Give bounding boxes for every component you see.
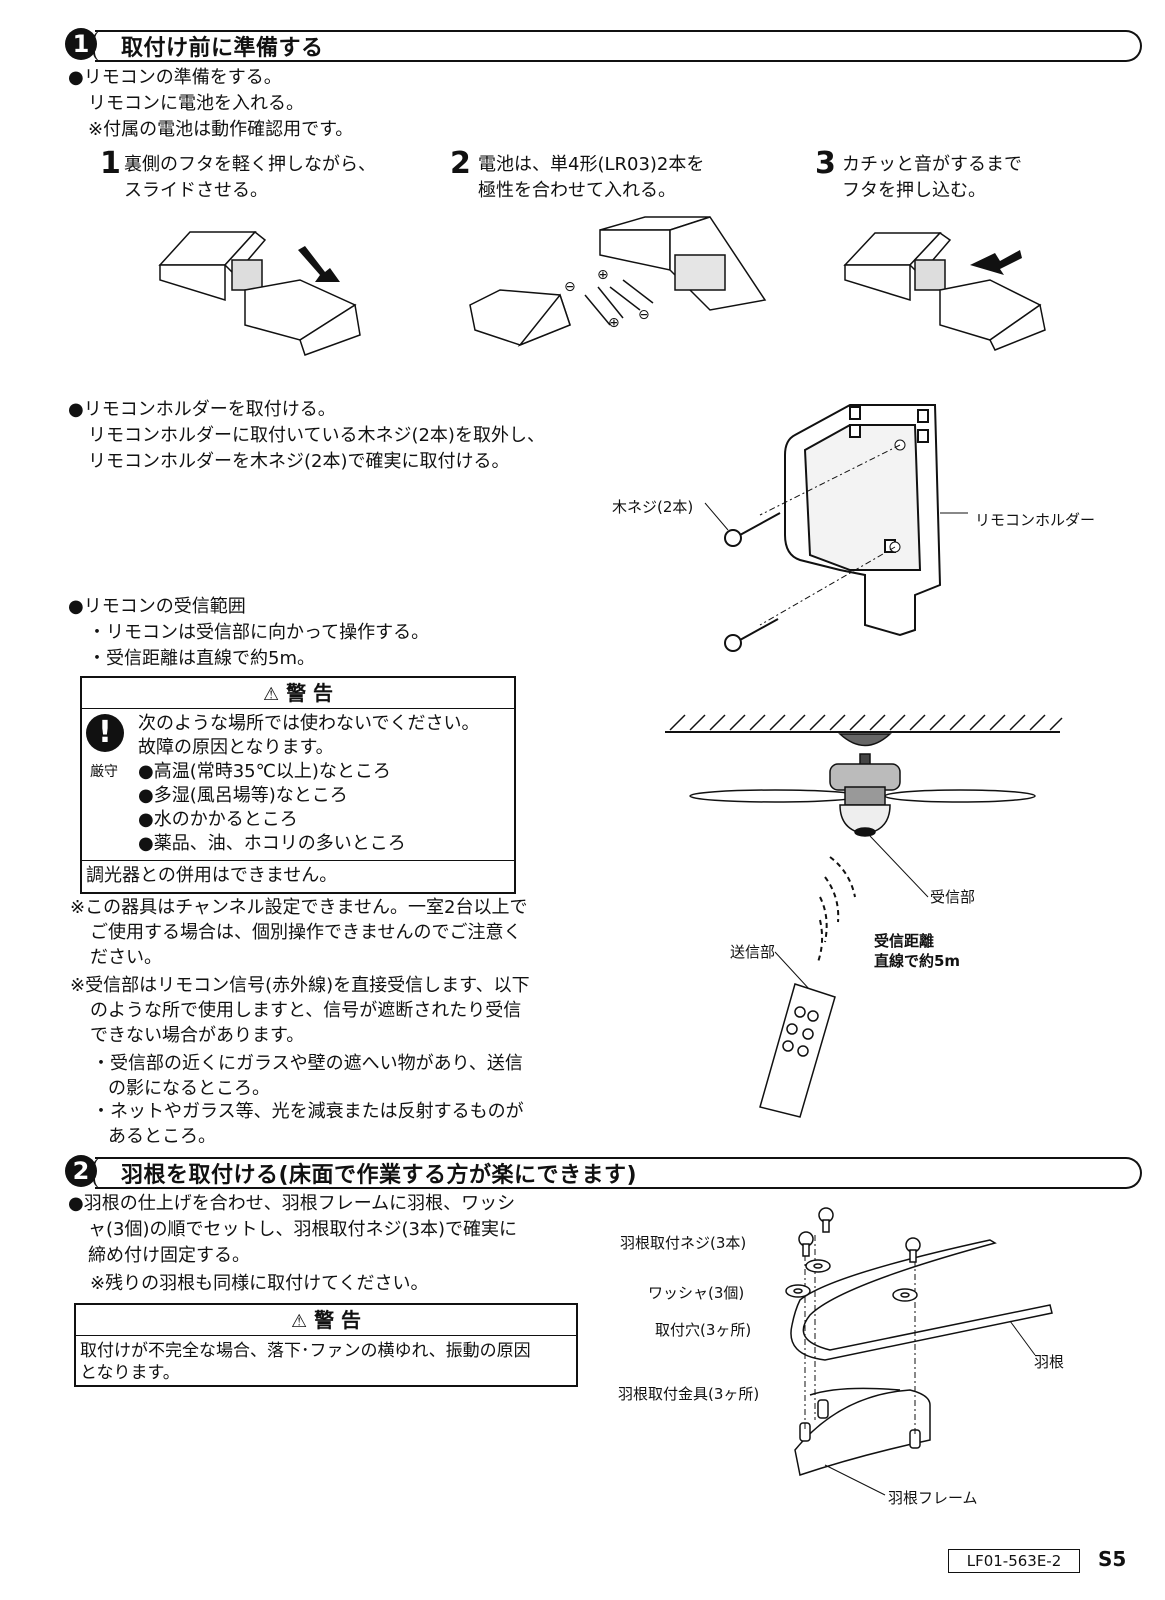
step3-line2: フタを押し込む。: [842, 180, 986, 201]
mandatory-label: 厳守: [90, 764, 118, 780]
warning-line: ●水のかかるところ: [138, 809, 298, 830]
blade-screw-label: 羽根取付ネジ(3本): [620, 1234, 747, 1252]
distance-label-2: 直線で約5m: [874, 952, 961, 970]
step3-number: 3: [815, 146, 836, 181]
step3-illustration: [843, 232, 1046, 351]
step3-line1: カチッと音がするまで: [842, 154, 1022, 175]
blade-assembly-illustration: [785, 1207, 1053, 1496]
section2-body-line: 締め付け固定する。: [88, 1245, 250, 1266]
svg-text:⊕: ⊕: [608, 315, 620, 331]
transmitter-label: 送信部: [730, 943, 776, 961]
step1-line1: 裏側のフタを軽く押しながら、: [124, 154, 376, 175]
note-line: の影になるところ。: [108, 1078, 270, 1099]
warning2-line: となります。: [80, 1363, 180, 1383]
step2-number: 2: [450, 146, 471, 181]
range-heading: ●リモコンの受信範囲: [68, 596, 246, 617]
distance-label-1: 受信距離: [874, 932, 935, 950]
warning-line: ●多湿(風呂場等)なところ: [138, 785, 348, 806]
section2-body-line: ●羽根の仕上げを合わせ、羽根フレームに羽根、ワッシ: [68, 1193, 516, 1214]
section1-number: 1: [65, 28, 97, 60]
holder-label: リモコンホルダー: [975, 511, 1096, 529]
note-line: できない場合があります。: [90, 1025, 305, 1046]
warning-box-1: ⚠ 警 告 ! 厳守 次のような場所では使わないでください。 故障の原因となりま…: [80, 676, 516, 894]
warning-box-2-title: 警 告: [314, 1308, 362, 1332]
section2-body-line: ャ(3個)の順でセットし、羽根取付ネジ(3本)で確実に: [88, 1219, 517, 1240]
step1-line2: スライドさせる。: [124, 180, 268, 201]
holder-heading: ●リモコンホルダーを取付ける。: [68, 399, 336, 420]
warning-line: 故障の原因となります。: [138, 737, 334, 758]
section2-body-note: ※残りの羽根も同様に取付けてください。: [90, 1273, 429, 1294]
warning-divider: [82, 860, 514, 861]
svg-text:⊖: ⊖: [564, 279, 576, 295]
page-number: S5: [1098, 1547, 1127, 1571]
note-line: ※この器具はチャンネル設定できません。一室2台以上で: [70, 897, 528, 918]
step2-line2: 極性を合わせて入れる。: [478, 180, 676, 201]
washer-label: ワッシャ(3個): [648, 1284, 745, 1302]
remote-prep-line: リモコンに電池を入れる。: [88, 93, 304, 114]
section1-header: 1 取付け前に準備する: [65, 28, 1142, 62]
range-line2: ・受信距離は直線で約5m。: [88, 648, 315, 669]
frame-label: 羽根フレーム: [888, 1489, 978, 1507]
remote-prep-heading: ●リモコンの準備をする。: [68, 67, 282, 88]
receiver-label: 受信部: [930, 888, 976, 906]
step1-number: 1: [100, 146, 121, 181]
note-line: ・受信部の近くにガラスや壁の遮へい物があり、送信: [92, 1053, 523, 1074]
note-line: のような所で使用しますと、信号が遮断されたり受信: [90, 1000, 522, 1021]
note-line: ご使用する場合は、個別操作できませんのでご注意く: [90, 922, 522, 943]
hole-label: 取付穴(3ヶ所): [655, 1321, 752, 1339]
warning-line: ●高温(常時35℃以上)なところ: [138, 761, 391, 782]
section2-header: 2 羽根を取付ける(床面で作業する方が楽にできます): [65, 1155, 1142, 1189]
svg-text:⊖: ⊖: [638, 307, 650, 323]
warning-line: ●薬品、油、ホコリの多いところ: [138, 833, 406, 854]
remote-prep-note: ※付属の電池は動作確認用です。: [88, 119, 354, 140]
warning-box-1-header: ⚠ 警 告: [82, 678, 514, 709]
holder-line2: リモコンホルダーを木ネジ(2本)で確実に取付ける。: [88, 451, 510, 472]
section1-title: 取付け前に準備する: [121, 36, 324, 61]
note-line: ※受信部はリモコン信号(赤外線)を直接受信します、以下: [70, 975, 530, 996]
blade-label: 羽根: [1034, 1353, 1065, 1371]
holder-illustration: [704, 404, 968, 652]
section2-number: 2: [65, 1155, 97, 1187]
warning-triangle-icon: ⚠: [262, 684, 280, 705]
warning-box-2-header: ⚠ 警 告: [76, 1305, 576, 1336]
step2-illustration: ⊖ ⊕ ⊕ ⊖: [469, 216, 767, 347]
svg-text:⊕: ⊕: [597, 267, 609, 283]
warning-box-1-title: 警 告: [286, 681, 334, 705]
range-line1: ・リモコンは受信部に向かって操作する。: [88, 622, 430, 643]
warning-triangle-icon: ⚠: [290, 1311, 308, 1332]
bracket-label: 羽根取付金具(3ヶ所): [618, 1385, 760, 1403]
holder-screw-label: 木ネジ(2本): [612, 498, 694, 516]
note-line: ださい。: [90, 947, 162, 968]
step2-line1: 電池は、単4形(LR03)2本を: [478, 154, 705, 175]
note-line: あるところ。: [108, 1126, 216, 1147]
document-code: LF01-563E-2: [948, 1549, 1080, 1573]
mandatory-exclamation-icon: !: [86, 714, 124, 752]
warning-box-2: ⚠ 警 告 取付けが不完全な場合、落下･ファンの横ゆれ、振動の原因 となります。: [74, 1303, 578, 1387]
warning-footer: 調光器との併用はできません。: [86, 865, 338, 886]
section2-title: 羽根を取付ける(床面で作業する方が楽にできます): [121, 1163, 638, 1188]
note-line: ・ネットやガラス等、光を減衰または反射するものが: [92, 1101, 524, 1122]
warning2-line: 取付けが不完全な場合、落下･ファンの横ゆれ、振動の原因: [80, 1341, 531, 1361]
holder-line1: リモコンホルダーに取付いている木ネジ(2本)を取外し、: [88, 425, 545, 446]
step1-illustration: [158, 230, 361, 356]
fan-remote-illustration: [665, 714, 1063, 1118]
warning-line: 次のような場所では使わないでください。: [138, 713, 480, 734]
